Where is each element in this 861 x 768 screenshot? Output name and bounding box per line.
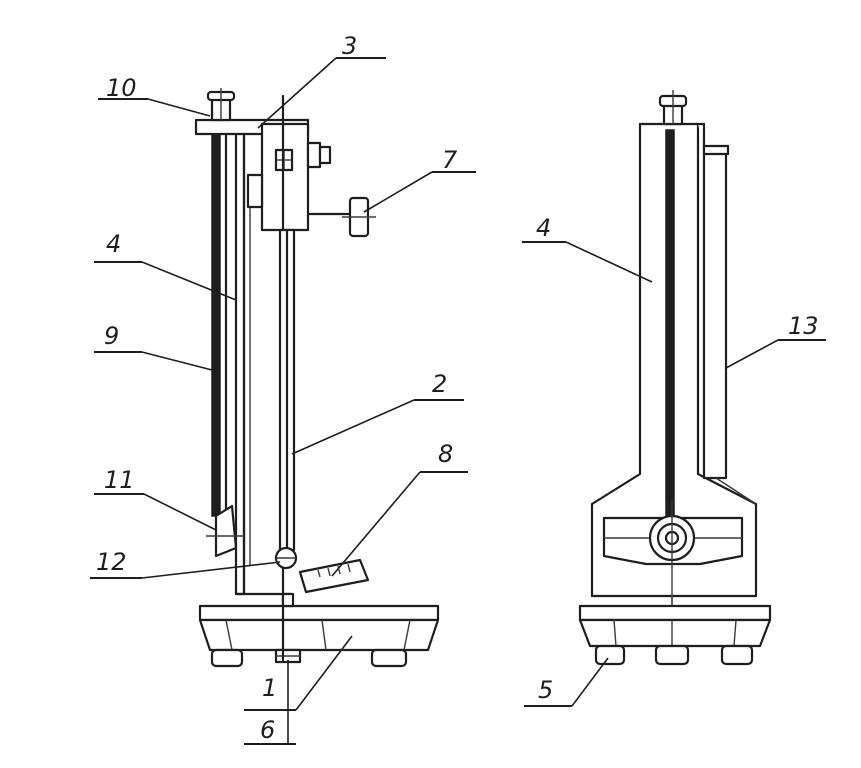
right-front-view — [578, 90, 772, 666]
callout-label-7: 7 — [442, 146, 458, 174]
callout-label-6: 6 — [260, 716, 275, 744]
callout-5: 5 — [524, 657, 609, 707]
callout-label-2: 2 — [432, 370, 447, 398]
callout-9: 9 — [94, 322, 213, 371]
callout-4-right: 4 — [522, 214, 653, 283]
callout-label-10: 10 — [106, 74, 137, 102]
callout-label-9: 9 — [104, 322, 119, 350]
callout-label-1: 1 — [262, 674, 277, 702]
left-side-view — [194, 88, 440, 668]
callout-12: 12 — [90, 548, 281, 579]
left-cable — [211, 132, 228, 518]
callout-label-12: 12 — [96, 548, 127, 576]
callout-3: 3 — [257, 32, 386, 129]
left-carriage — [246, 122, 376, 238]
left-weight — [206, 504, 244, 558]
callout-8: 8 — [331, 440, 468, 577]
left-column — [234, 126, 292, 608]
callout-7: 7 — [363, 146, 476, 213]
callout-10: 10 — [98, 74, 211, 117]
left-pendulum — [274, 94, 298, 662]
callout-4-left: 4 — [94, 230, 237, 301]
callout-label-13: 13 — [788, 312, 819, 340]
callout-label-11: 11 — [104, 466, 135, 494]
callout-label-3: 3 — [342, 32, 357, 60]
left-base — [198, 604, 440, 668]
callout-6: 6 — [244, 660, 296, 745]
callout-label-8: 8 — [438, 440, 453, 468]
callout-2: 2 — [291, 370, 464, 455]
callout-11: 11 — [94, 466, 217, 531]
callout-13: 13 — [725, 312, 826, 369]
callout-label-4-right: 4 — [536, 214, 551, 242]
callout-label-4-left: 4 — [106, 230, 121, 258]
left-scale — [298, 558, 370, 594]
callout-label-5: 5 — [538, 676, 553, 704]
